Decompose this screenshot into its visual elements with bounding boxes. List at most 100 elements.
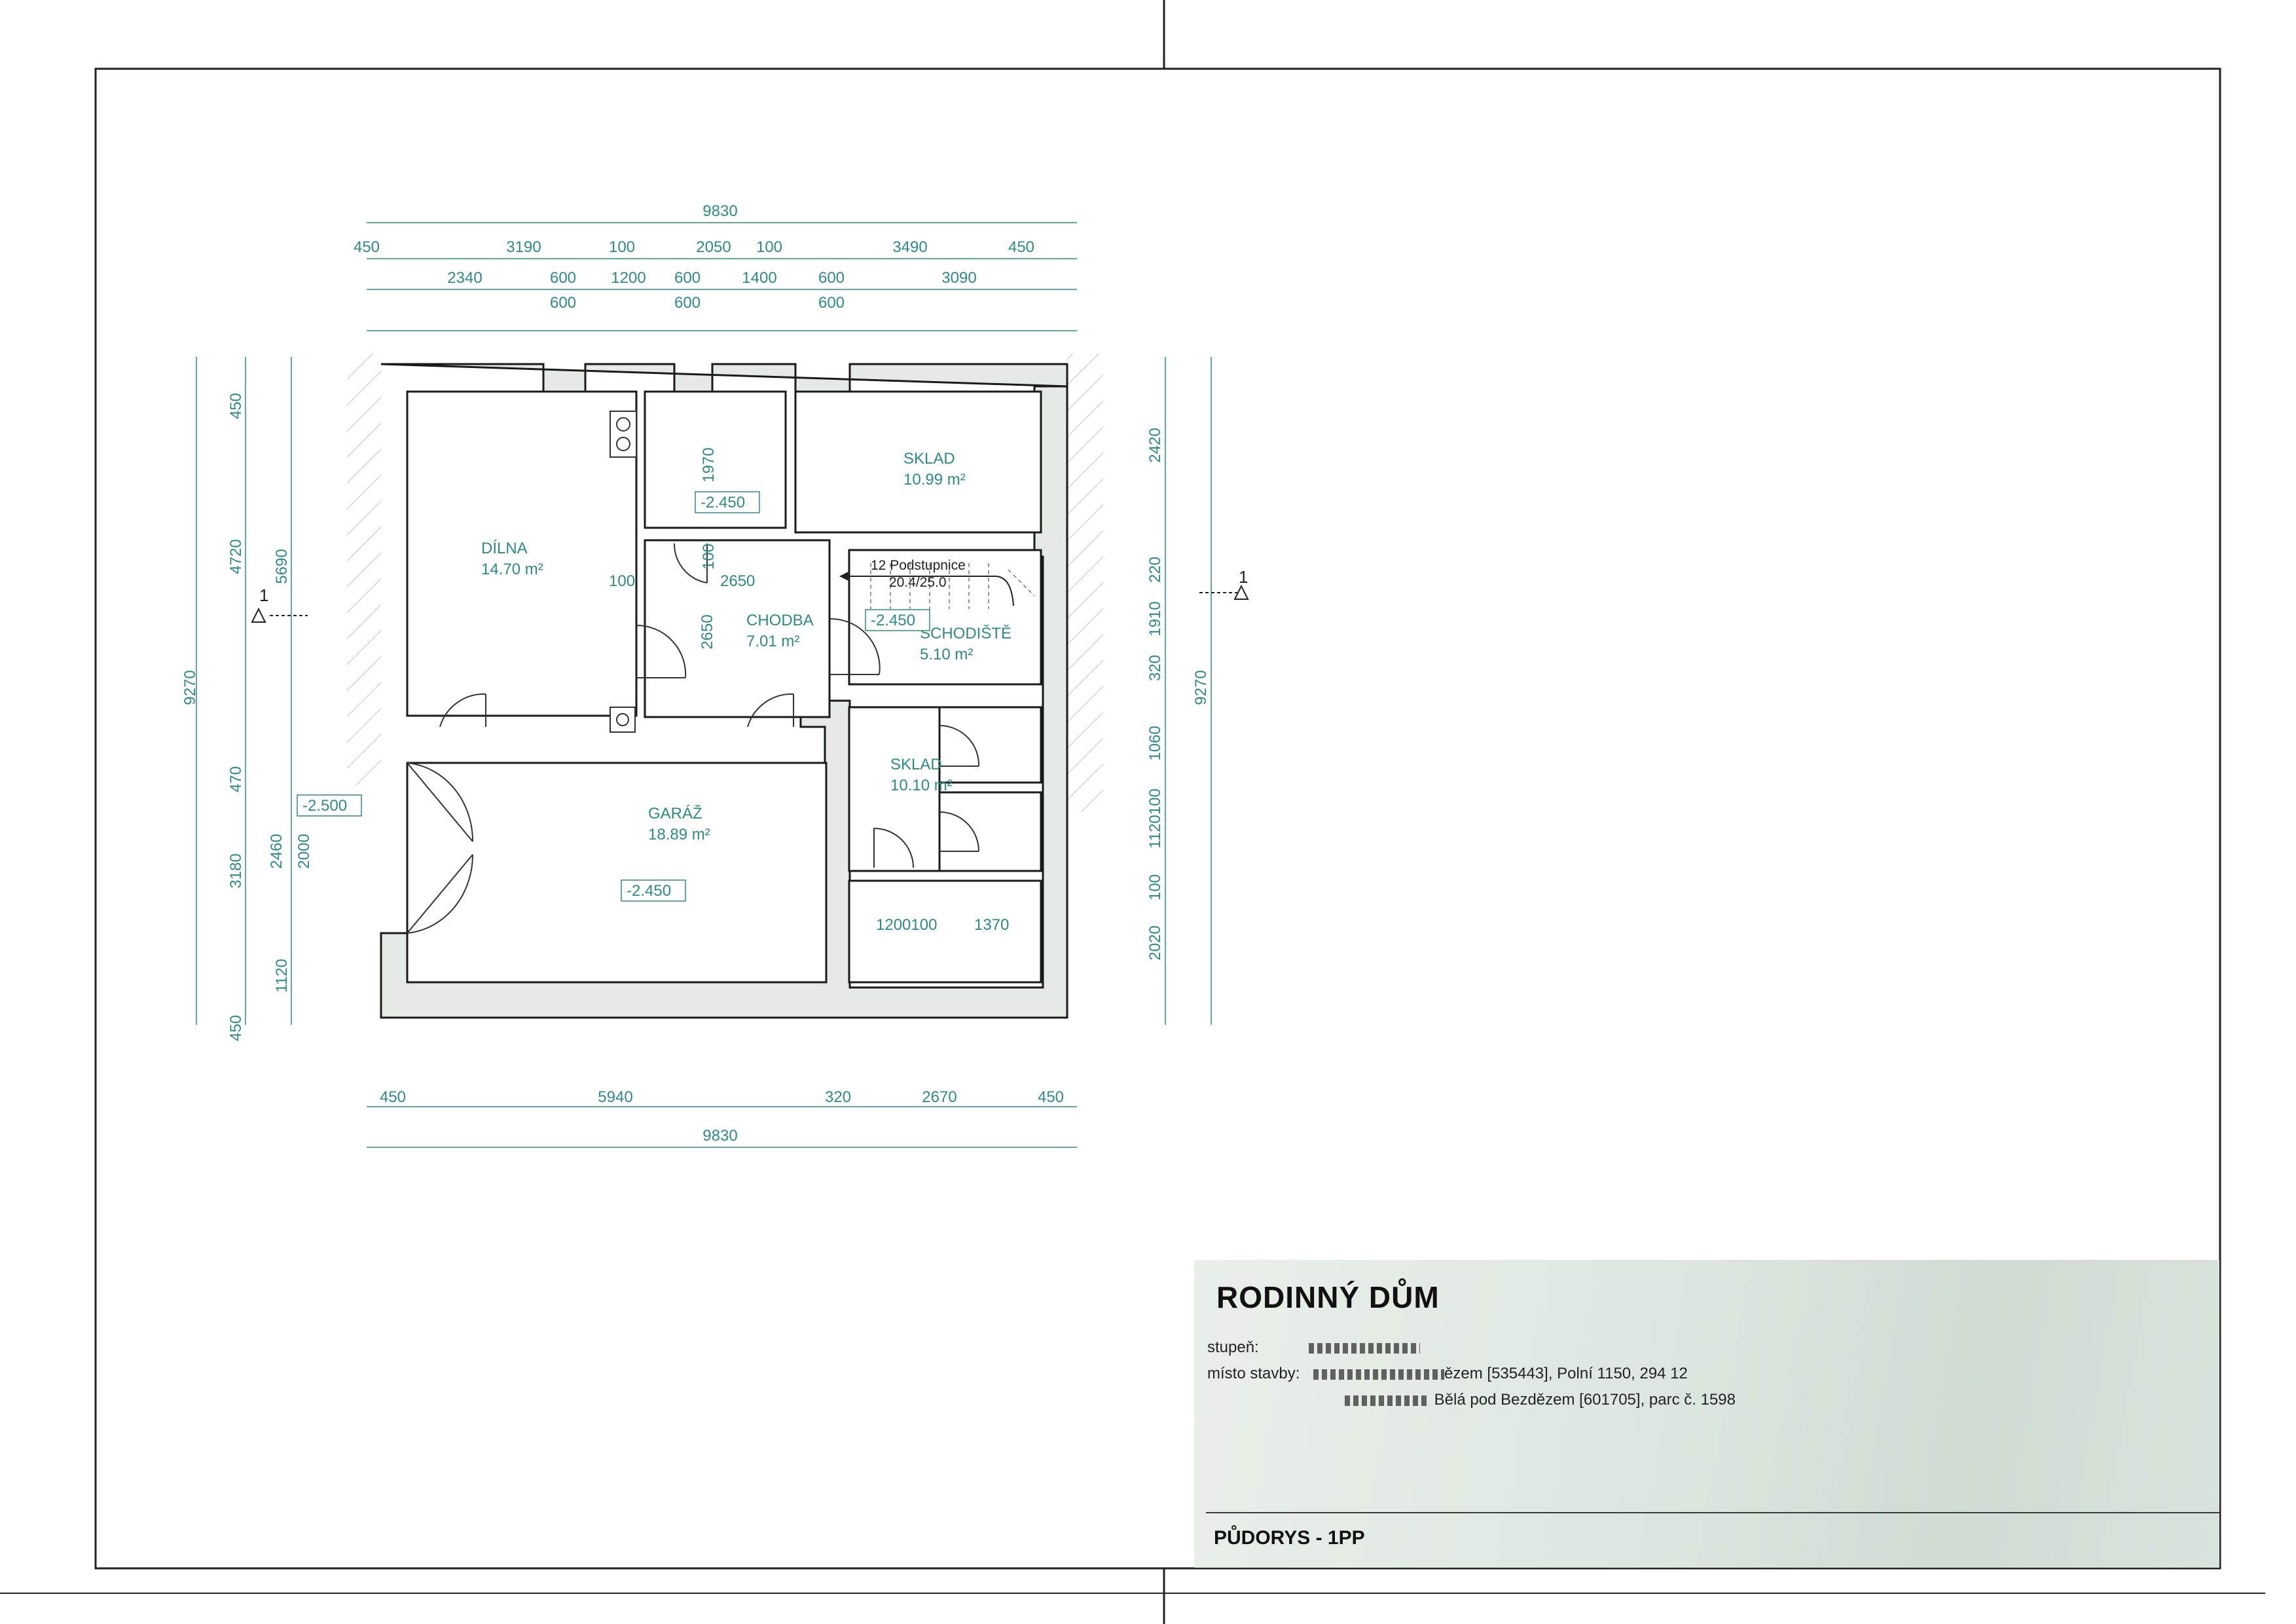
dim-bottom-row1: 320 xyxy=(825,1088,851,1106)
room-name-sklad1: SKLAD xyxy=(903,450,955,468)
room-name-dilna: DÍLNA xyxy=(481,540,528,557)
dim-top-row1: 450 xyxy=(1008,238,1034,256)
dim-left-col1: 4720 xyxy=(227,539,245,574)
dim-right-col1: 2420 xyxy=(1146,428,1164,462)
title-block: RODINNÝ DŮM stupeň: místo stavby: ězem [… xyxy=(1194,1260,2219,1568)
chimney xyxy=(610,411,637,733)
dim-left-col1: 450 xyxy=(227,393,245,419)
level-labels: -2.450 -2.450 -2.450 -2.500 xyxy=(297,491,930,902)
room-wc1 xyxy=(938,706,1042,784)
dim-left-inner: 2460 xyxy=(268,834,285,868)
room-bottom-right xyxy=(848,879,1042,984)
dim-left-col2: 5690 xyxy=(273,549,291,583)
dim-bottom-row1: 450 xyxy=(380,1088,406,1106)
dim-inner-1970: 1970 xyxy=(700,447,718,482)
dim-right-col1: 220 xyxy=(1146,557,1164,583)
dim-left-col2: 1120 xyxy=(273,959,291,993)
site-row: místo stavby: ězem [535443], Polní 1150,… xyxy=(1207,1365,1688,1383)
level-label: -2.450 xyxy=(871,612,915,629)
site-label: místo stavby: xyxy=(1207,1365,1300,1382)
stair-arrowhead xyxy=(839,571,850,581)
level-box xyxy=(297,794,362,817)
dim-left-col1: 470 xyxy=(227,766,245,792)
dim-top-row2-sub: 600 xyxy=(818,294,845,312)
section-line xyxy=(270,592,1237,616)
dim-left-col3: 9270 xyxy=(181,670,199,705)
dim-top-total: 9830 xyxy=(702,202,737,220)
stairs-note-line1: 12 Podstupnice xyxy=(871,558,966,573)
dim-bottom-row1: 450 xyxy=(1038,1088,1064,1106)
dim-top-row1: 3190 xyxy=(506,238,541,256)
drawing-name: PŮDORYS - 1PP xyxy=(1214,1527,1365,1549)
room-area-garaz: 18.89 m² xyxy=(648,826,710,843)
dim-bottom-row1: 5940 xyxy=(598,1088,632,1106)
room-sklad2 xyxy=(848,706,941,872)
stairs-note-line2: 20.4/25.0 xyxy=(889,575,947,590)
level-box xyxy=(865,609,930,631)
floor-plan xyxy=(380,363,1068,1019)
level-label: -2.500 xyxy=(302,797,347,815)
dim-right-col1: 100 xyxy=(1146,874,1164,900)
dim-top-row2: 600 xyxy=(818,269,845,287)
project-title: RODINNÝ DŮM xyxy=(1216,1280,1440,1314)
redacted-site-1 xyxy=(1313,1369,1445,1380)
section-mark-left-triangle xyxy=(251,607,266,623)
outer-walls xyxy=(380,363,1068,1019)
dim-top-row2-sub: 600 xyxy=(674,294,701,312)
dim-right-col1: 1910 xyxy=(1146,601,1164,636)
dim-inner-2650b: 2650 xyxy=(699,614,716,649)
stage-label: stupeň: xyxy=(1207,1338,1259,1356)
level-label: -2.450 xyxy=(701,494,745,511)
section-mark-right-label: 1 xyxy=(1239,567,1248,587)
room-area-sklad2: 10.10 m² xyxy=(890,777,953,794)
dim-left-inner: 2000 xyxy=(295,834,313,868)
dim-top-row2: 600 xyxy=(550,269,576,287)
room-sklad1 xyxy=(794,390,1042,534)
redacted-site-2 xyxy=(1345,1395,1430,1406)
level-label: -2.450 xyxy=(627,882,671,900)
stair-steps xyxy=(870,563,1035,609)
redacted-stage xyxy=(1309,1342,1421,1354)
dim-right-col1: 1120100 xyxy=(1146,788,1164,849)
room-chodba xyxy=(644,539,831,718)
room-wc2 xyxy=(938,791,1042,872)
dim-bottom-row1: 2670 xyxy=(922,1088,957,1106)
section-mark-right: 1 xyxy=(1233,567,1249,600)
level-box xyxy=(621,879,686,902)
title-block-divider xyxy=(1206,1512,2219,1513)
dim-bottom-total: 9830 xyxy=(702,1127,737,1145)
dimension-lines xyxy=(196,222,1212,1148)
dim-inner-2650a: 2650 xyxy=(720,572,755,590)
dim-right-col1: 1060 xyxy=(1146,726,1164,760)
level-box xyxy=(695,491,760,513)
dim-top-row2: 600 xyxy=(674,269,701,287)
section-mark-right-triangle xyxy=(1233,584,1249,600)
room-area-schodiste: 5.10 m² xyxy=(920,646,973,663)
dim-top-row2-sub: 600 xyxy=(550,294,576,312)
room-name-chodba: CHODBA xyxy=(746,612,814,629)
dim-inner-1200: 1200100 xyxy=(876,916,937,934)
door-swings xyxy=(407,543,980,934)
dim-top-row2: 1200 xyxy=(611,269,646,287)
room-area-chodba: 7.01 m² xyxy=(746,633,799,650)
dim-top-row2: 2340 xyxy=(447,269,482,287)
dim-left-col1: 450 xyxy=(227,1015,245,1041)
ground-hatching xyxy=(347,354,1103,812)
dim-inner-100a: 100 xyxy=(609,572,635,590)
dim-top-row1: 2050 xyxy=(696,238,731,256)
dim-right-col2: 9270 xyxy=(1192,670,1210,705)
room-name-schodiste: SCHODIŠTĚ xyxy=(920,624,1011,642)
dim-top-row2: 1400 xyxy=(742,269,776,287)
dim-right-col1: 2020 xyxy=(1146,925,1164,960)
room-name-garaz: GARÁŽ xyxy=(648,805,702,822)
section-mark-left-label: 1 xyxy=(259,585,268,605)
dim-top-row1: 100 xyxy=(756,238,782,256)
stage-row: stupeň: xyxy=(1207,1338,1421,1357)
site-row-2: Bělá pod Bezdězem [601705], parc č. 1598 xyxy=(1345,1391,1736,1409)
dim-right-col1: 320 xyxy=(1146,655,1164,681)
section-mark-left: 1 xyxy=(251,585,268,623)
